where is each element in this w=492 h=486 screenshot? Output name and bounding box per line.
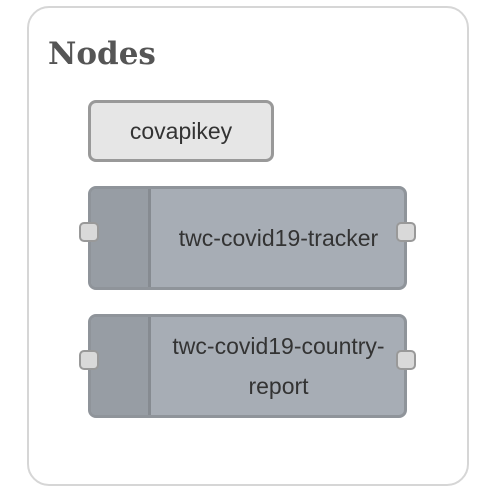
node-label: twc-covid19-country-report [172, 333, 385, 399]
input-port[interactable] [79, 222, 99, 242]
config-node-covapikey[interactable]: covapikey [88, 100, 274, 162]
node-icon-area [91, 189, 151, 287]
input-port[interactable] [79, 350, 99, 370]
flow-node-covid19-country-report[interactable]: twc-covid19-country-report [79, 314, 416, 418]
panel-title: Nodes [48, 36, 156, 72]
node-label: twc-covid19-tracker [178, 225, 379, 251]
output-port[interactable] [396, 350, 416, 370]
flow-node-covid19-tracker[interactable]: twc-covid19-tracker [79, 186, 416, 290]
config-node-label: covapikey [129, 117, 233, 144]
node-icon-area [91, 317, 151, 415]
output-port[interactable] [396, 222, 416, 242]
